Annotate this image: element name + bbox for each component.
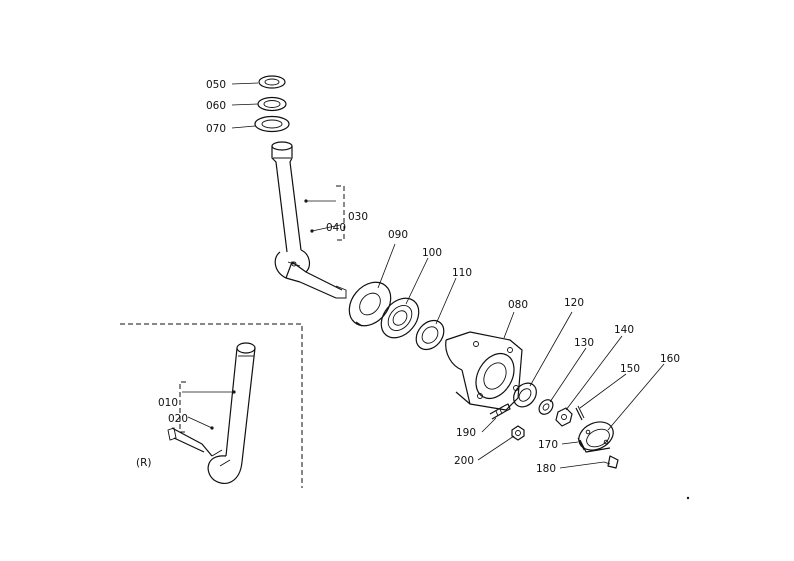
label-070: 070 [206, 123, 226, 135]
knuckle-arm-010 [167, 342, 256, 484]
label-080: 080 [508, 299, 528, 311]
oil-seal-090 [348, 281, 392, 327]
label-130: 130 [574, 337, 594, 349]
washer-070 [254, 115, 290, 133]
washer-050 [258, 75, 286, 89]
label-120: 120 [564, 297, 584, 309]
castle-nut-140 [555, 407, 573, 427]
washer-130 [538, 399, 554, 415]
label-200: 200 [454, 455, 474, 467]
label-140: 140 [614, 324, 634, 336]
label-side-r: (R) [136, 457, 152, 469]
label-160: 160 [660, 353, 680, 365]
inset-border [120, 323, 303, 488]
label-010: 010 [158, 397, 178, 409]
label-020: 020 [168, 413, 188, 425]
label-190: 190 [456, 427, 476, 439]
hub-bolt-190 [489, 403, 511, 420]
label-110: 110 [452, 267, 472, 279]
label-100: 100 [422, 247, 442, 259]
knuckle-arm-030 [271, 141, 347, 299]
wheel-hub-080 [445, 331, 523, 411]
bearing-110 [415, 319, 445, 351]
label-180: 180 [536, 463, 556, 475]
label-050: 050 [206, 79, 226, 91]
label-150: 150 [620, 363, 640, 375]
leader-lines [187, 82, 690, 500]
bracket-030 [304, 185, 345, 241]
wheel-nut-200 [511, 425, 525, 441]
bearing-120 [513, 382, 537, 408]
washer-060 [257, 96, 287, 112]
label-170: 170 [538, 439, 558, 451]
split-pin-150 [575, 405, 585, 421]
bolt-180 [603, 455, 619, 469]
label-060: 060 [206, 100, 226, 112]
label-040: 040 [326, 222, 346, 234]
label-090: 090 [388, 229, 408, 241]
label-030: 030 [348, 211, 368, 223]
gasket-170 [577, 437, 585, 451]
bracket-010 [179, 381, 236, 433]
bearing-100 [380, 297, 420, 339]
hub-cap-160 [578, 421, 614, 453]
